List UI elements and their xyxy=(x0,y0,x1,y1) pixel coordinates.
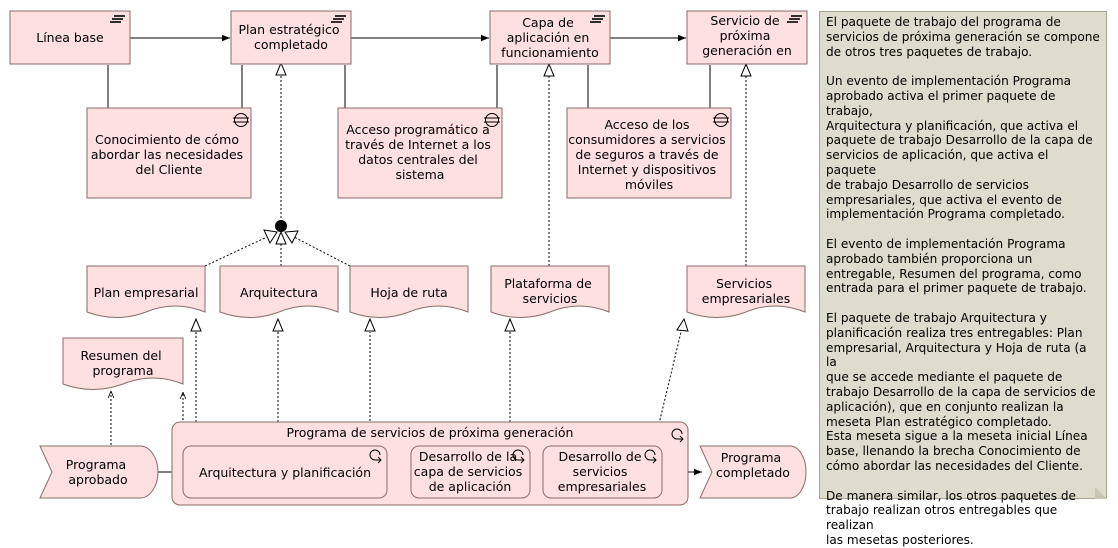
plateau-icon xyxy=(331,15,346,23)
plateau-icon xyxy=(110,15,125,23)
deliverable-resumen-programa[interactable]: Resumen del programa xyxy=(62,337,184,390)
deliverable-plataforma[interactable]: Plataforma de servicios xyxy=(490,265,610,318)
deliverable-label: Resumen del programa xyxy=(80,348,165,378)
work-package-label: Desarrollo de servicios empresariales xyxy=(558,449,646,494)
work-package-label: Programa de servicios de próxima generac… xyxy=(287,425,574,440)
gap-icon xyxy=(233,113,249,127)
event-programa-completado[interactable]: Programa completado xyxy=(699,445,807,499)
plateau-icon xyxy=(787,15,802,23)
work-package-label: Arquitectura y planificación xyxy=(199,465,371,480)
work-package-icon xyxy=(644,449,657,464)
deliverable-arquitectura[interactable]: Arquitectura xyxy=(219,265,339,318)
plateau-servicio-proxima[interactable]: Servicio de próxima generación en xyxy=(686,10,808,65)
plateau-label: Línea base xyxy=(36,30,104,45)
plateau-label: Capa de aplicación en funcionamiento xyxy=(501,15,599,60)
plateau-linea-base[interactable]: Línea base xyxy=(9,10,131,65)
work-package-icon xyxy=(671,428,684,443)
gap-label: Acceso programático a través de Internet… xyxy=(345,122,495,182)
deliverable-hoja-de-ruta[interactable]: Hoja de ruta xyxy=(349,265,469,318)
deliverable-label: Plan empresarial xyxy=(94,285,199,300)
deliverable-label: Servicios empresariales xyxy=(702,276,790,306)
event-label: Programa aprobado xyxy=(66,457,130,487)
plateau-plan-estrategico[interactable]: Plan estratégico completado xyxy=(230,10,352,65)
explanation-note: El paquete de trabajo del programa de se… xyxy=(819,11,1107,547)
gap-icon xyxy=(484,113,500,127)
work-package-desarrollo-capa[interactable]: Desarrollo de la capa de servicios de ap… xyxy=(410,445,531,499)
archimate-diagram: Línea base Plan estratégico completado C… xyxy=(9,10,808,506)
plateau-capa-aplicacion[interactable]: Capa de aplicación en funcionamiento xyxy=(489,10,611,65)
deliverable-label: Hoja de ruta xyxy=(370,285,447,300)
and-junction-icon xyxy=(275,220,287,232)
work-package-icon xyxy=(512,449,525,464)
gap-conocimiento[interactable]: Conocimiento de cómo abordar las necesid… xyxy=(86,107,252,199)
gap-acceso-programatico[interactable]: Acceso programático a través de Internet… xyxy=(337,107,503,199)
gap-icon xyxy=(713,113,729,127)
deliverable-plan-empresarial[interactable]: Plan empresarial xyxy=(86,265,206,318)
plateau-label: Servicio de próxima generación en xyxy=(702,13,792,58)
note-fold-corner xyxy=(1095,487,1107,499)
deliverable-label: Plataforma de servicios xyxy=(504,276,596,306)
work-package-desarrollo-servicios[interactable]: Desarrollo de servicios empresariales xyxy=(542,445,663,499)
event-programa-aprobado[interactable]: Programa aprobado xyxy=(39,445,159,499)
work-package-icon xyxy=(369,449,382,464)
plateau-icon xyxy=(590,15,605,23)
work-package-arquitectura-planificacion[interactable]: Arquitectura y planificación xyxy=(182,445,388,499)
connectors xyxy=(107,34,752,476)
deliverable-servicios-empresariales[interactable]: Servicios empresariales xyxy=(686,265,806,318)
plateau-label: Plan estratégico completado xyxy=(239,22,344,52)
gap-label: Acceso de los consumidores a servicios d… xyxy=(568,117,730,192)
work-package-label: Desarrollo de la capa de servicios de ap… xyxy=(414,449,526,494)
deliverable-label: Arquitectura xyxy=(240,285,318,300)
gap-label: Conocimiento de cómo abordar las necesid… xyxy=(91,132,247,177)
event-label: Programa completado xyxy=(716,450,790,480)
gap-acceso-consumidores[interactable]: Acceso de los consumidores a servicios d… xyxy=(566,107,732,199)
